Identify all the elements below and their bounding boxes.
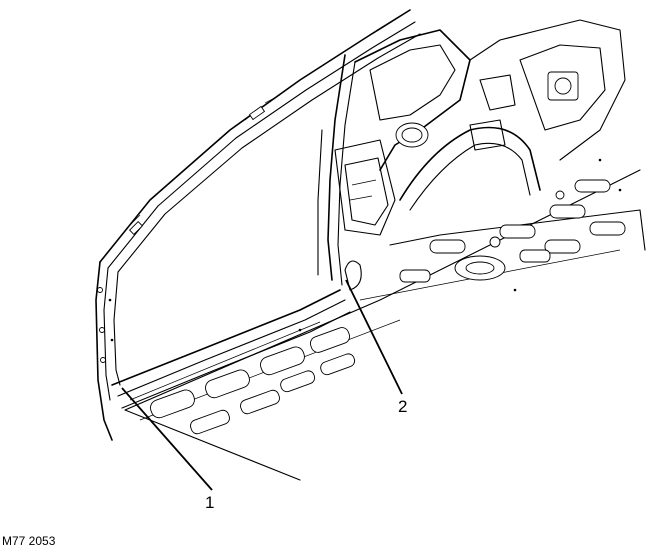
detail-dots — [108, 158, 622, 342]
b-pillar — [317, 54, 362, 291]
callout-label-2: 2 — [398, 397, 408, 416]
figure-code: M77 2053 — [2, 534, 56, 548]
leader-line-2 — [345, 279, 403, 395]
floor-panel — [124, 169, 646, 481]
callout-label-1: 1 — [205, 493, 215, 512]
roof-rail — [99, 9, 421, 273]
leader-line-1 — [121, 387, 213, 491]
rear-quarter-panel — [334, 29, 471, 236]
hinge-pillar — [95, 261, 121, 441]
rear-wheelhouse — [399, 19, 626, 211]
